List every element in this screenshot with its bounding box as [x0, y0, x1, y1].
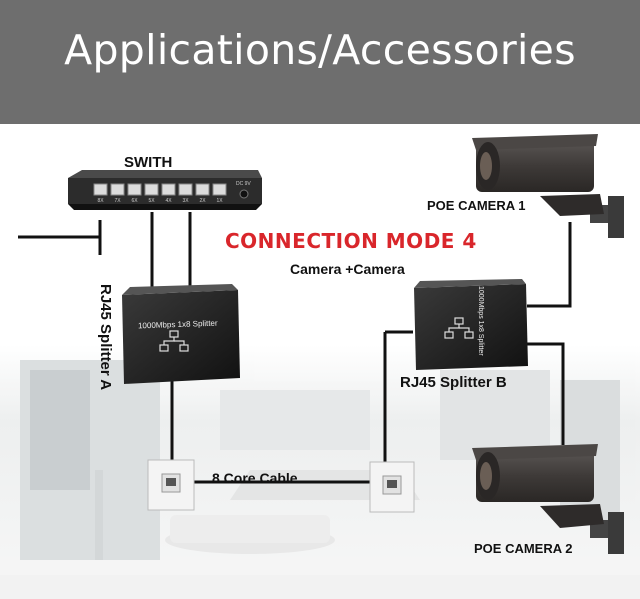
- switch-port-label: 6X: [131, 198, 138, 204]
- splitter-b-device: [414, 279, 528, 370]
- switch-port: [161, 183, 176, 196]
- wall-socket-a: [147, 459, 195, 511]
- diagram-scene: 8X 7X 6X 5X 4X 3X 2X 1X: [0, 124, 640, 599]
- mode-title: CONNECTION MODE 4: [225, 229, 477, 253]
- switch-port-label: 2X: [199, 198, 206, 204]
- network-switch: 8X 7X 6X 5X 4X 3X 2X 1X: [68, 170, 262, 210]
- switch-port: [93, 183, 108, 196]
- cable-label: 8 Core Cable: [212, 470, 298, 486]
- network-icon: [159, 330, 189, 352]
- header-banner: Applications/Accessories: [0, 0, 640, 124]
- poe-camera-2: [472, 444, 624, 554]
- switch-port: [110, 183, 125, 196]
- wiring: [18, 212, 572, 484]
- switch-label: SWITH: [124, 154, 173, 171]
- switch-dc-label: DC 9V: [236, 181, 251, 187]
- diagram-canvas: 8X 7X 6X 5X 4X 3X 2X 1X: [0, 134, 640, 599]
- splitter-a-label: RJ45 Splitter A: [97, 284, 114, 391]
- switch-port-label: 1X: [216, 198, 223, 204]
- splitter-b-to-camera2-cable: [527, 342, 565, 445]
- switch-port-label: 7X: [114, 198, 121, 204]
- switch-port-label: 5X: [148, 198, 155, 204]
- page-title: Applications/Accessories: [64, 26, 576, 74]
- splitter-a-device: [122, 284, 240, 384]
- splitter-b-label: RJ45 Splitter B: [400, 374, 507, 391]
- camera-2-label: POE CAMERA 2: [474, 541, 573, 556]
- switch-ports: 8X 7X 6X 5X 4X 3X 2X 1X: [93, 183, 227, 204]
- switch-port: [195, 183, 210, 196]
- switch-port-label: 4X: [165, 198, 172, 204]
- power-jack-icon: [239, 189, 249, 199]
- switch-port: [212, 183, 227, 196]
- switch-port: [178, 183, 193, 196]
- poe-camera-1: [472, 134, 624, 238]
- camera-1-label: POE CAMERA 1: [427, 198, 526, 213]
- mode-subtitle: Camera +Camera: [290, 261, 405, 277]
- switch-port: [127, 183, 142, 196]
- splitter-b-device-text: 1000Mbps 1x8 Splitter: [477, 286, 484, 356]
- splitter-b-to-camera1-cable: [527, 222, 572, 308]
- switch-port: [144, 183, 159, 196]
- network-icon: [444, 317, 474, 339]
- switch-port-label: 8X: [97, 198, 104, 204]
- switch-port-label: 3X: [182, 198, 189, 204]
- wall-socket-b: [369, 461, 415, 513]
